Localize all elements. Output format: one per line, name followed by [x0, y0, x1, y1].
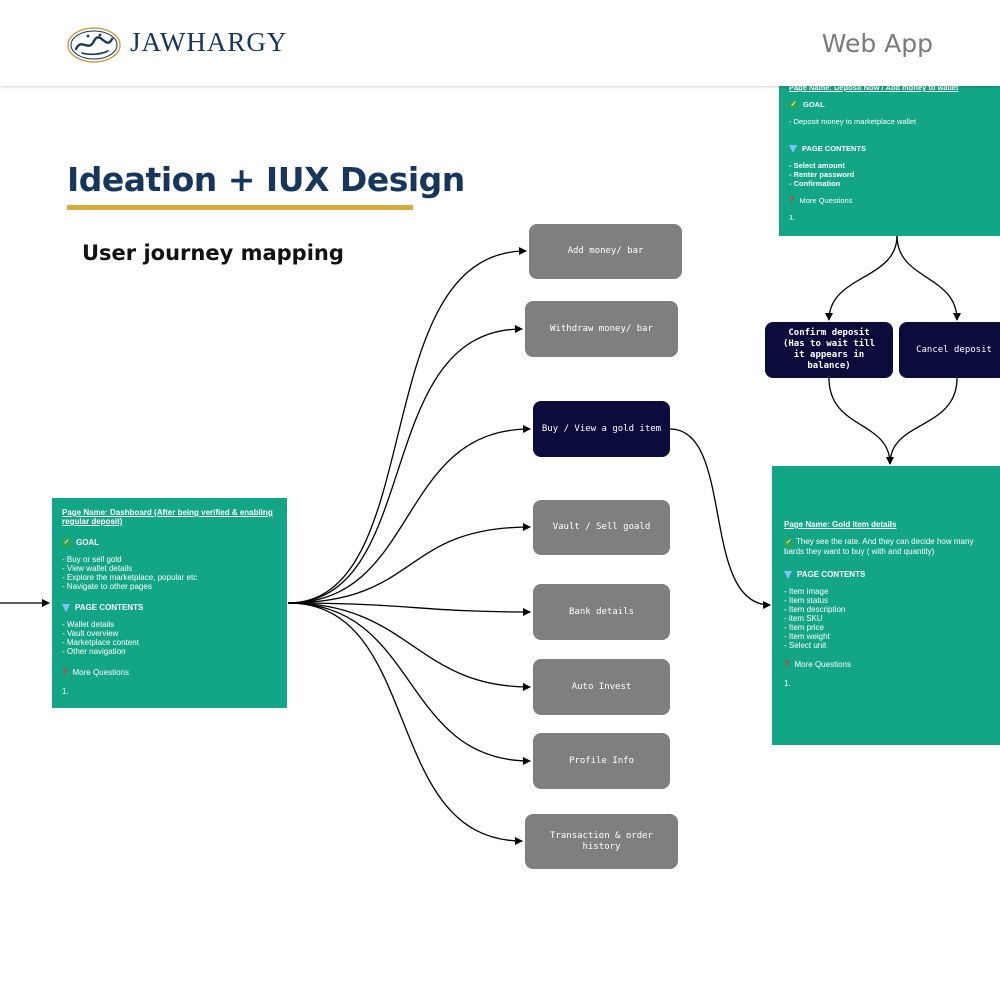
list-item: - Renter password — [789, 170, 855, 179]
checkmark-icon: ✓ — [789, 100, 798, 109]
goal-heading: ✓ GOAL — [62, 538, 277, 547]
questions-heading: ? More Questions — [784, 659, 990, 670]
list-item: - Other navigation — [62, 647, 126, 656]
contents-heading: PAGE CONTENTS — [62, 603, 277, 612]
checkmark-icon: ✓ — [62, 538, 71, 547]
contents-label: PAGE CONTENTS — [802, 144, 867, 153]
list-item: - Item price — [784, 623, 825, 632]
contents-list: - Item image - Item status - Item descri… — [784, 587, 990, 650]
node-vault-sell: Vault / Sell goald — [533, 500, 670, 555]
edge-dashboard-to-buy-gold — [287, 425, 531, 604]
contents-heading: PAGE CONTENTS — [784, 570, 990, 579]
edge-dashboard-to-vault — [287, 523, 531, 604]
question-number: 1. — [62, 687, 69, 696]
questions-heading: ? More Questions — [789, 195, 990, 206]
node-buy-gold-item: Buy / View a gold item — [533, 401, 670, 457]
node-bank-details: Bank details — [533, 584, 670, 640]
list-item: - Deposit money to marketplace wallet — [789, 117, 917, 126]
questions-label: More Questions — [799, 196, 853, 205]
question-mark-icon: ? — [62, 667, 68, 677]
goal-description: ✓They see the rate. And they can decide … — [784, 537, 990, 556]
node-withdraw-money: Withdraw money/ bar — [525, 301, 678, 357]
list-item: - Item description — [784, 605, 846, 614]
goal-text: They see the rate. And they can decide h… — [784, 537, 974, 556]
brand-name: JAWHARGY — [130, 27, 288, 57]
gold-item-page-card: Page Name: Gold item details ✓They see t… — [772, 466, 1000, 745]
list-item: - Select unit — [784, 641, 827, 650]
edge-dashboard-to-withdraw — [287, 325, 523, 604]
edge-dashboard-to-auto-invest — [287, 602, 531, 691]
list-item: - Navigate to other pages — [62, 582, 152, 591]
goal-label: GOAL — [803, 100, 825, 109]
list-item: - Item weight — [784, 632, 830, 641]
list-item: - View wallet details — [62, 564, 133, 573]
question-mark-icon: ? — [789, 195, 795, 205]
edge-confirm-to-gold-card — [828, 377, 894, 465]
dashboard-page-card: Page Name: Dashboard (After being verifi… — [52, 498, 287, 708]
list-item: - Select amount — [789, 161, 845, 170]
contents-heading: PAGE CONTENTS — [789, 144, 990, 153]
gem-icon — [62, 603, 70, 612]
question-number: 1. — [784, 679, 791, 688]
list-item: - Confirmation — [789, 179, 841, 188]
list-item: - item SKU — [784, 614, 823, 623]
node-add-money: Add money/ bar — [529, 224, 682, 279]
goal-list: - Deposit money to marketplace wallet — [789, 117, 990, 126]
list-item: - Explore the marketplace, popular etc — [62, 573, 198, 582]
list-item: - Item status — [784, 596, 829, 605]
list-item: - Marketplace content — [62, 638, 139, 647]
contents-list: - Select amount - Renter password - Conf… — [789, 161, 990, 188]
gem-icon — [789, 144, 797, 153]
edge-dashboard-to-bank — [287, 602, 531, 616]
goal-label: GOAL — [76, 538, 100, 547]
page-name: Page Name: Deposit Now / Add money to wa… — [789, 83, 959, 92]
page-name: Page Name: Dashboard (After being verifi… — [62, 508, 273, 526]
goal-list: - Buy or sell gold - View wallet details… — [62, 555, 277, 591]
question-number: 1. — [789, 213, 796, 222]
node-cancel-deposit: Cancel deposit — [899, 322, 1000, 378]
node-confirm-deposit: Confirm deposit (Has to wait till it app… — [765, 322, 893, 378]
edge-dashboard-to-add-money — [287, 247, 527, 604]
title-underline — [67, 205, 413, 210]
list-item: - Buy or sell gold — [62, 555, 122, 564]
list-item: - Vault overview — [62, 629, 119, 638]
checkmark-icon: ✓ — [784, 538, 793, 547]
questions-label: More Questions — [794, 660, 851, 669]
node-profile-info: Profile Info — [533, 733, 670, 789]
app-header: JAWHARGY Web App — [0, 0, 1000, 86]
goal-heading: ✓ GOAL — [789, 100, 990, 109]
questions-heading: ? More Questions — [62, 667, 277, 678]
contents-list: - Wallet details - Vault overview - Mark… — [62, 620, 277, 656]
edge-deposit-to-cancel — [896, 235, 961, 321]
slide-title: Ideation + IUX Design — [67, 160, 465, 199]
list-item: - Wallet details — [62, 620, 115, 629]
node-transaction-history: Transaction & order history — [525, 814, 678, 869]
deposit-page-card: Page Name: Deposit Now / Add money to wa… — [779, 76, 1000, 236]
slide-subtitle: User journey mapping — [82, 241, 344, 265]
node-auto-invest: Auto Invest — [533, 659, 670, 715]
edge-dashboard-to-profile — [287, 602, 531, 765]
platform-label: Web App — [821, 29, 933, 58]
edge-dashboard-to-history — [287, 602, 523, 845]
contents-label: PAGE CONTENTS — [75, 603, 144, 612]
list-item: - Item image — [784, 587, 829, 596]
edge-cancel-to-gold-card — [889, 377, 958, 465]
jawhargy-logo-icon — [67, 27, 121, 63]
edge-deposit-to-confirm — [825, 235, 898, 321]
page-name: Page Name: Gold item details — [784, 520, 897, 529]
gem-icon — [784, 570, 792, 579]
contents-label: PAGE CONTENTS — [797, 570, 866, 579]
edge-buy-gold-to-gold-card — [669, 428, 771, 609]
questions-label: More Questions — [72, 668, 129, 677]
question-mark-icon: ? — [784, 659, 790, 669]
